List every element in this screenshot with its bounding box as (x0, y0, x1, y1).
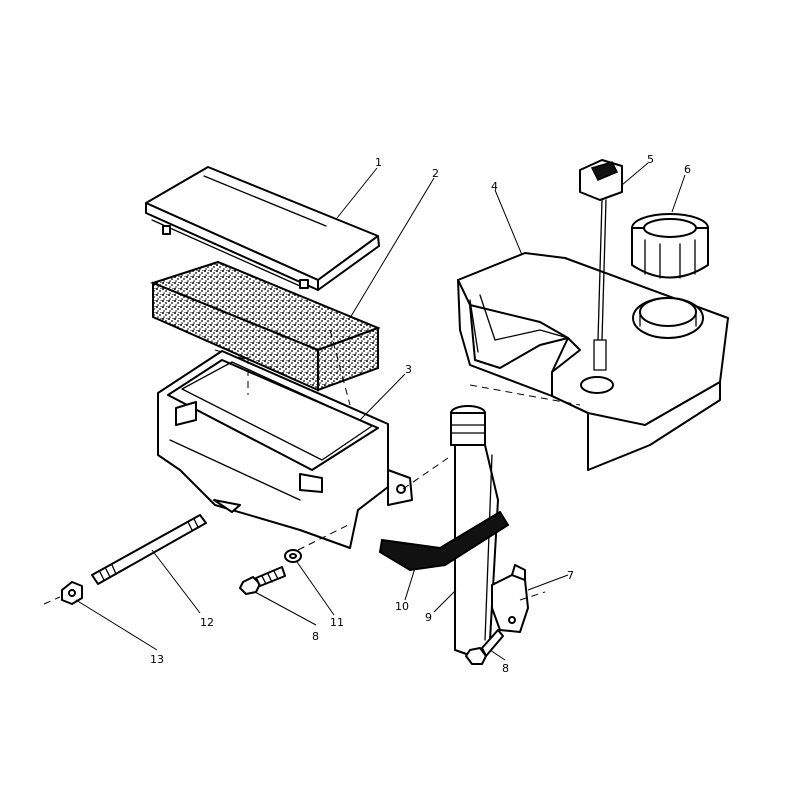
fuel-tank (457, 252, 729, 471)
dipstick (579, 159, 623, 371)
callout-5: 5 (647, 153, 654, 166)
bolt-left (239, 566, 286, 595)
callout-7: 7 (567, 569, 574, 582)
callout-13: 13 (150, 653, 164, 666)
air-cleaner-cover (145, 166, 380, 291)
foam-filter (150, 260, 381, 392)
callout-labels: 1 2 3 4 5 6 7 8 8 9 10 11 12 13 (150, 153, 691, 675)
bracket (491, 564, 529, 633)
washer (284, 549, 302, 563)
callout-9: 9 (425, 611, 432, 624)
nut (61, 581, 83, 605)
callout-2: 2 (432, 167, 439, 180)
callout-10: 10 (395, 600, 409, 613)
bolt-right (465, 629, 504, 665)
callout-8-right: 8 (502, 662, 509, 675)
leader-lines (75, 162, 686, 661)
callout-12: 12 (200, 616, 214, 629)
assembly-lines (43, 329, 581, 605)
callout-3: 3 (405, 363, 412, 376)
fuel-pipe (450, 405, 499, 659)
callout-11: 11 (330, 616, 344, 629)
callout-1: 1 (375, 156, 382, 169)
long-bolt (91, 514, 207, 585)
callout-8-left: 8 (312, 630, 319, 643)
hose (378, 510, 510, 572)
fuel-cap (631, 213, 709, 279)
callout-6: 6 (684, 163, 691, 176)
callout-4: 4 (491, 180, 498, 193)
air-cleaner-base (157, 350, 413, 549)
